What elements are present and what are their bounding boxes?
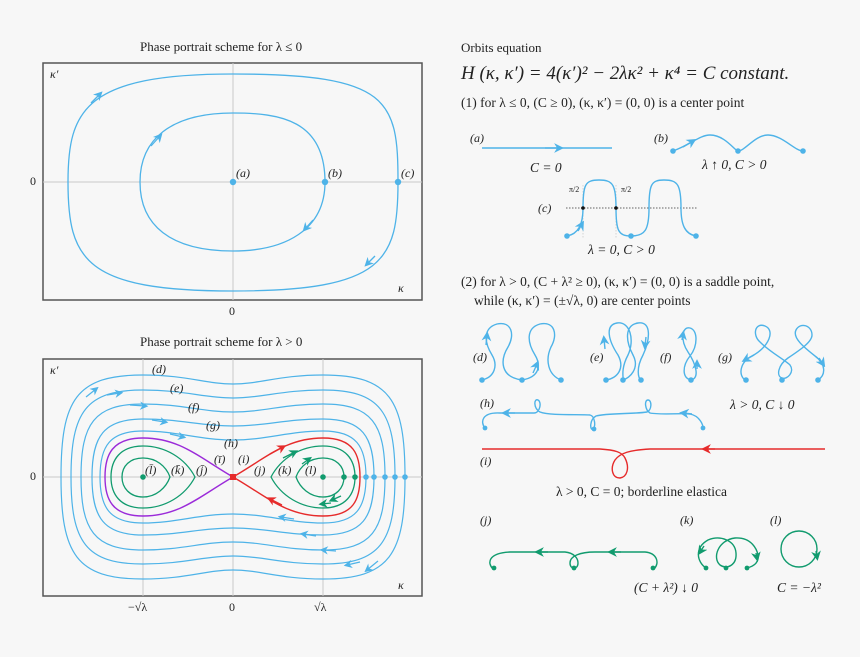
orbits-equation: H (κ, κ′) = 4(κ′)² − 2λκ² + κ⁴ = C const… — [461, 63, 790, 84]
orbit-label-h: (h) — [224, 436, 238, 450]
sketch-label-j: (j) — [480, 513, 492, 527]
top-y-tick: 0 — [30, 174, 36, 188]
orbit-label-l-bar: (l̄) — [145, 463, 157, 477]
caption-c: λ = 0, C > 0 — [588, 242, 655, 257]
sketch-label-g: (g) — [718, 350, 732, 364]
orbit-label-j: (j) — [254, 463, 266, 477]
orbit-c — [67, 73, 399, 292]
angle-label-2: π/2 — [621, 185, 632, 194]
point-c — [394, 178, 402, 186]
case2-line1: (2) for λ > 0, (C + λ² ≥ 0), (κ, κ′) = (… — [461, 274, 775, 289]
orbit-label-i: (i) — [238, 452, 250, 466]
bottom-y-axis-label: κ′ — [50, 363, 59, 377]
caption-dh: λ > 0, C ↓ 0 — [730, 397, 795, 412]
sketch-label-e: (e) — [590, 350, 604, 364]
bottom-x-axis-label: κ — [398, 578, 404, 592]
top-plot-title: Phase portrait scheme for λ ≤ 0 — [140, 39, 303, 54]
orbit-label-f: (f) — [188, 400, 200, 414]
x-tick-zero: 0 — [229, 600, 235, 614]
right-separatrix — [232, 437, 361, 517]
saddle-point — [230, 474, 236, 480]
sketch-label-b: (b) — [654, 131, 668, 145]
sketch-label-a: (a) — [470, 131, 484, 145]
sketch-label-d: (d) — [473, 350, 487, 364]
orbits-heading: Orbits equation — [461, 40, 542, 55]
sketch-label-k: (k) — [680, 513, 694, 527]
blue-orbits — [60, 374, 406, 580]
orbit-label-k-bar: (k̄) — [171, 463, 185, 477]
x-tick-neg-sqrt-lambda: −√λ — [128, 600, 148, 614]
arrow-icon — [364, 255, 376, 267]
orbit-label-g: (g) — [206, 418, 220, 432]
orbit-sketches — [479, 134, 826, 571]
orbit-label-k: (k) — [278, 463, 292, 477]
caption-b: λ ↑ 0, C > 0 — [702, 157, 767, 172]
point-a — [229, 178, 237, 186]
caption-l: C = −λ² — [777, 580, 821, 595]
case2-line2: while (κ, κ′) = (±√λ, 0) are center poin… — [474, 293, 691, 308]
orbit-b — [139, 112, 326, 252]
top-x-tick: 0 — [229, 304, 235, 318]
bottom-plot-title: Phase portrait scheme for λ > 0 — [140, 334, 303, 349]
orbit-label-d: (d) — [152, 362, 166, 376]
top-phase-portrait — [42, 62, 423, 301]
arrow-icon — [90, 91, 103, 104]
caption-i: λ > 0, C = 0; borderline elastica — [556, 484, 727, 499]
bottom-phase-portrait — [42, 358, 423, 597]
sketch-label-i: (i) — [480, 454, 492, 468]
arrow-icon — [150, 133, 163, 147]
orbit-label-j-bar: (j̄) — [196, 463, 208, 477]
caption-jk: (C + λ²) ↓ 0 — [634, 580, 698, 595]
bottom-y-tick: 0 — [30, 469, 36, 483]
arrow-icon — [302, 219, 314, 232]
sketch-label-h: (h) — [480, 396, 494, 410]
sketch-label-l: (l) — [770, 513, 782, 527]
case1-text: (1) for λ ≤ 0, (C ≥ 0), (κ, κ′) = (0, 0)… — [461, 95, 745, 110]
orbit-label-e: (e) — [170, 381, 184, 395]
point-b — [321, 178, 329, 186]
orbit-label-l: (l) — [305, 463, 317, 477]
orbit-label-i-bar: (ī) — [214, 452, 226, 466]
label-b: (b) — [328, 166, 342, 180]
angle-label-1: π/2 — [569, 185, 580, 194]
label-c: (c) — [401, 166, 415, 180]
caption-a: C = 0 — [530, 160, 562, 175]
left-separatrix — [104, 437, 234, 517]
sketch-label-f: (f) — [660, 350, 672, 364]
label-a: (a) — [236, 166, 250, 180]
sketch-label-c: (c) — [538, 201, 552, 215]
top-x-axis-label: κ — [398, 281, 404, 295]
top-y-axis-label: κ′ — [50, 67, 59, 81]
x-tick-sqrt-lambda: √λ — [314, 600, 327, 614]
